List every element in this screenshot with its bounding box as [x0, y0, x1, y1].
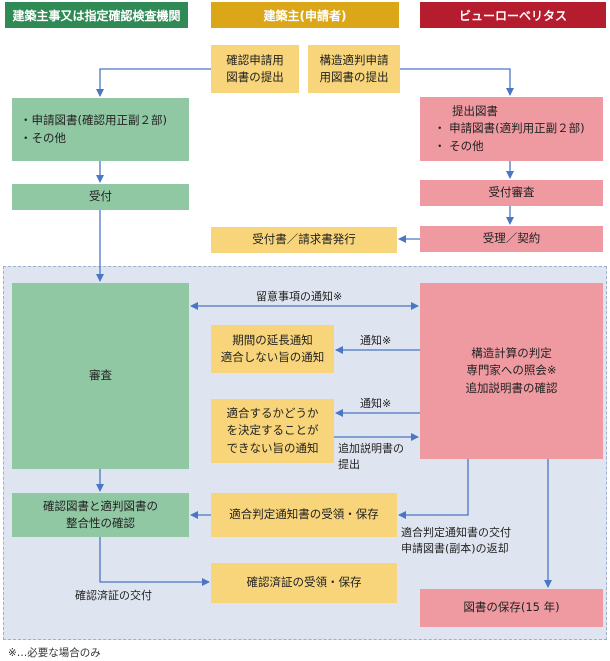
box-kozo-keisan-hantei: 構造計算の判定 専門家への照会※ 追加説明書の確認: [420, 283, 603, 459]
box-tosho-hozon: 図書の保存(15 年): [420, 589, 603, 627]
label-ryui-jiko: 留意事項の通知※: [256, 290, 343, 303]
label-tsuchi-1: 通知※: [360, 334, 392, 347]
teishutsu-title: 提出図書: [452, 104, 498, 119]
box-uketsuke-shinsa: 受付審査: [420, 180, 603, 206]
box-kakunin-zumi-juryo: 確認済証の受領・保存: [211, 563, 397, 603]
box-shinsei-tosho: ・申請図書(確認用正副２部) ・その他: [12, 98, 189, 161]
shinsei-tosho-item-1: ・申請図書(確認用正副２部): [20, 113, 167, 128]
box-uketsuke: 受付: [12, 184, 189, 210]
arrow-kozo-to-tekigo-juryo: [398, 459, 469, 519]
teishutsu-item-2: ・ その他: [434, 138, 484, 153]
box-kikan-encho: 期間の延長通知 適合しない旨の通知: [211, 325, 334, 373]
box-tekigo-hantei-juryo: 適合判定通知書の受領・保存: [211, 493, 397, 537]
teishutsu-item-1: ・ 申請図書(適判用正副２部): [434, 121, 585, 136]
label-tsuika-setsumei: 追加説明書の 提出: [338, 442, 404, 471]
header-kakunin-kikan: 建築主事又は指定確認検査機関: [5, 2, 188, 28]
label-tekigo-kofu: 適合判定通知書の交付 申請図書(副本)の返却: [401, 526, 511, 555]
box-uketsuke-seikyu: 受付書／請求書発行: [211, 227, 397, 253]
label-kakunin-kofu: 確認済証の交付: [75, 589, 152, 602]
box-seigosei-kakunin: 確認図書と適判図書の 整合性の確認: [12, 493, 189, 537]
arrow-tekihan-to-teishutsu: [400, 68, 514, 96]
arrow-seigosei-to-kakunin-juryo: [99, 537, 210, 586]
arrow-kakunin-to-shinsei: [96, 68, 211, 97]
footnote: ※…必要な場合のみ: [8, 647, 101, 659]
box-teishutsu-tosho: 提出図書 ・ 申請図書(適判用正副２部) ・ その他: [420, 97, 603, 161]
header-bureau-veritas: ビューローベリタス: [420, 2, 606, 28]
box-kakunin-shinsei: 確認申請用 図書の提出: [211, 45, 299, 93]
box-shinsa: 審査: [12, 283, 189, 469]
box-juri-keiyaku: 受理／契約: [420, 226, 603, 252]
header-applicant: 建築主(申請者): [211, 2, 399, 28]
shinsei-tosho-item-2: ・その他: [20, 130, 66, 145]
box-tekigo-kettei-fuka: 適合するかどうか を決定することが できない旨の通知: [211, 399, 334, 463]
box-kozo-tekihan-shinsei: 構造適判申請 用図書の提出: [308, 45, 400, 93]
label-tsuchi-2: 通知※: [360, 397, 392, 410]
